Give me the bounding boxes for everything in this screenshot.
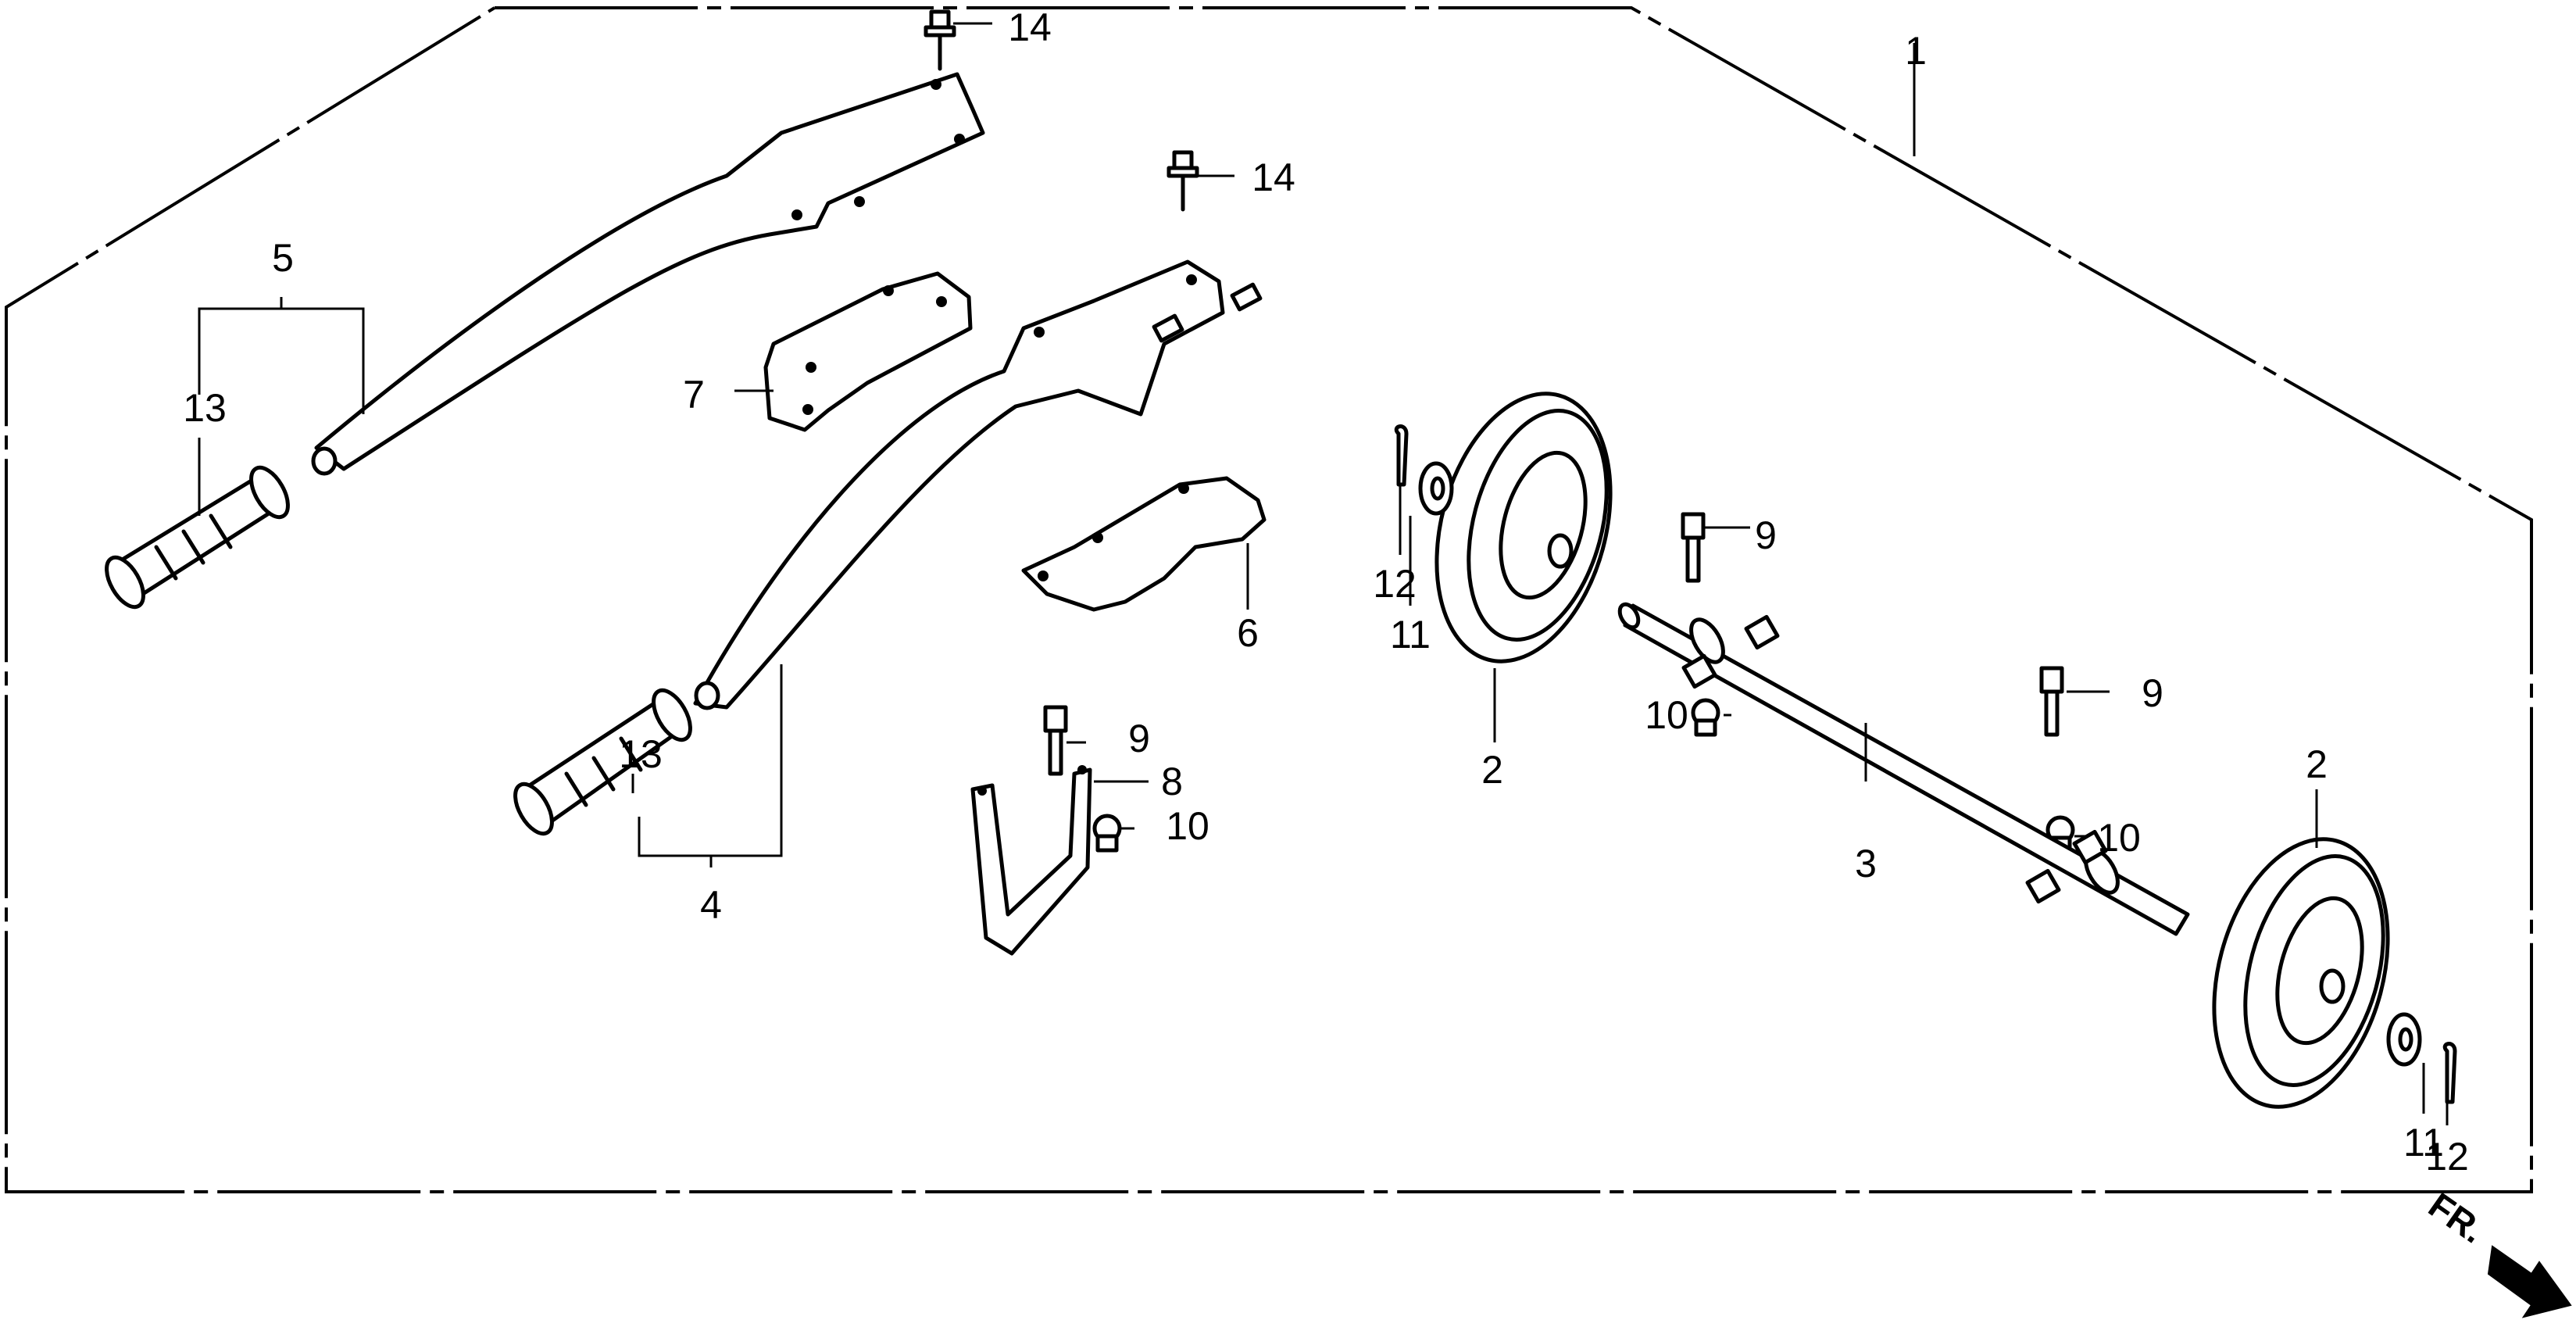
wheel-right[interactable] — [2186, 820, 2415, 1126]
callout-11: 11 — [1390, 613, 1431, 656]
u-stay[interactable] — [970, 765, 1092, 956]
callout-10: 10 — [2097, 816, 2141, 860]
callout-9: 9 — [2142, 671, 2163, 715]
bolt-center[interactable] — [1043, 705, 1068, 776]
callout-5: 5 — [272, 236, 294, 280]
callout-9: 9 — [1128, 717, 1150, 760]
callout-labels: 1 2 2 3 4 5 6 7 8 9 9 9 10 10 10 11 11 1… — [183, 5, 2469, 1179]
wheel-left[interactable] — [1409, 374, 1638, 681]
callout-8: 8 — [1161, 760, 1183, 803]
callout-9: 9 — [1755, 513, 1777, 557]
callout-2: 2 — [1481, 748, 1503, 792]
flange-bolt-top[interactable] — [924, 9, 956, 71]
callout-3: 3 — [1855, 842, 1877, 885]
grip-lower[interactable] — [508, 685, 698, 840]
flange-bolt-middle[interactable] — [1167, 150, 1199, 212]
callout-10: 10 — [1645, 693, 1688, 737]
callout-11: 11 — [2403, 1121, 2444, 1164]
nut-axle-left[interactable] — [1691, 698, 1720, 737]
handle-upper[interactable] — [311, 72, 985, 476]
callout-7: 7 — [683, 373, 705, 417]
assembly-outline — [5, 6, 2533, 1193]
leader-lines — [198, 22, 2449, 1125]
cotter-pin-right[interactable] — [2442, 1042, 2457, 1104]
lower-bracket[interactable] — [1021, 476, 1267, 612]
callout-14: 14 — [1008, 5, 1052, 49]
grip-upper[interactable] — [99, 462, 295, 613]
front-label: FR. — [2421, 1185, 2492, 1251]
callout-14: 14 — [1252, 156, 1295, 199]
cotter-pin-left[interactable] — [1394, 424, 1409, 487]
axle[interactable] — [1616, 601, 2190, 936]
callout-1: 1 — [1905, 29, 1927, 73]
arrow-down-right-icon — [2487, 1245, 2572, 1318]
callout-2: 2 — [2306, 742, 2328, 786]
callout-4: 4 — [700, 883, 722, 927]
callout-13: 13 — [619, 732, 663, 776]
callout-12: 12 — [1373, 562, 1417, 606]
upper-bracket[interactable] — [763, 271, 973, 432]
callout-12: 12 — [2425, 1135, 2469, 1179]
handle-lower[interactable] — [693, 259, 1263, 710]
bolt-axle-right[interactable] — [2039, 666, 2064, 737]
nut-center[interactable] — [1092, 814, 1122, 853]
washer-left[interactable] — [1418, 461, 1454, 516]
washer-right[interactable] — [2386, 1012, 2422, 1067]
callout-13: 13 — [183, 386, 227, 430]
callout-10: 10 — [1166, 804, 1209, 848]
bolt-axle-left[interactable] — [1681, 512, 1706, 583]
front-direction-marker: FR. — [2421, 1185, 2572, 1318]
callout-6: 6 — [1237, 611, 1259, 655]
